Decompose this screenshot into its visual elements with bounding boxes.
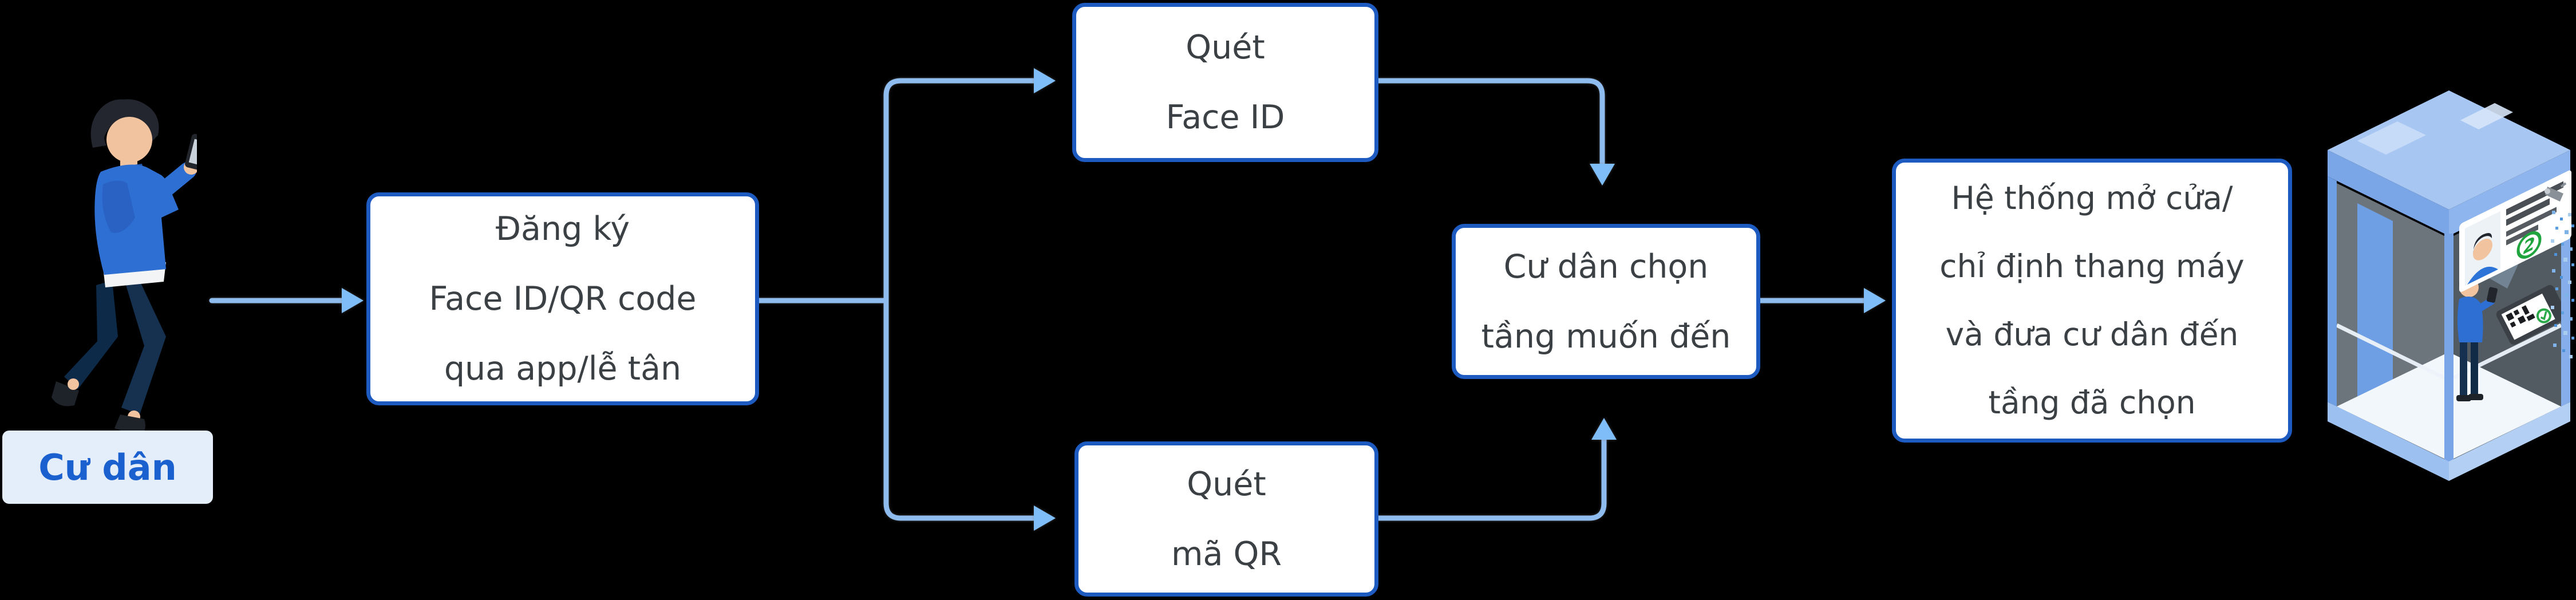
node-line: Quét [1187, 465, 1266, 503]
arrowhead-right-icon [1034, 506, 1056, 531]
green-check-icon [2536, 308, 2551, 323]
node-line: Face ID/QR code [429, 280, 697, 318]
node-line: qua app/lễ tân [444, 350, 682, 388]
person-walking-phone-illustration [52, 99, 197, 436]
arrowhead-right-icon [1864, 288, 1886, 313]
node-line: chỉ định thang máy [1939, 248, 2245, 285]
node-line: Quét [1186, 29, 1265, 66]
node-scan-face-id: Quét Face ID [1072, 3, 1378, 162]
node-line: Cư dân chọn [1503, 247, 1709, 286]
node-scan-qr-code: Quét mã QR [1074, 441, 1378, 597]
node-line: mã QR [1171, 535, 1282, 573]
phone-icon [185, 133, 197, 171]
branch-to-scan-qr [883, 298, 1037, 521]
qr-code-icon [2506, 305, 2535, 328]
node-line: Hệ thống mở cửa/ [1951, 180, 2233, 216]
pixel-scatter-decoration [2551, 211, 2574, 358]
line-qr-to-choose [1374, 437, 1607, 521]
arrowhead-right-icon [1034, 68, 1056, 93]
security-camera-icon [2545, 182, 2567, 202]
arrowhead-right-icon [342, 288, 364, 313]
line-face-to-choose [1374, 78, 1605, 167]
node-register-faceid-qr: Đăng ký Face ID/QR code qua app/lễ tân [366, 192, 759, 405]
node-line: tầng muốn đến [1481, 317, 1731, 356]
actor-label-text: Cư dân [38, 446, 177, 488]
node-system-opens-door: Hệ thống mở cửa/ chỉ định thang máy và đ… [1892, 159, 2292, 443]
actor-label: Cư dân [2, 431, 213, 504]
node-line: Face ID [1165, 98, 1285, 136]
elevator-cabin-illustration: 2 [2328, 90, 2574, 481]
arrowhead-up-icon [1591, 418, 1617, 440]
qr-tablet [2496, 285, 2567, 345]
floor-badge-icon [2516, 231, 2542, 259]
node-line: và đưa cư dân đến [1945, 316, 2239, 353]
arrowhead-down-icon [1590, 164, 1615, 185]
node-line: tầng đã chọn [1988, 384, 2196, 421]
face-photo-icon [2467, 232, 2498, 285]
face-scan-panel: 2 [2459, 170, 2571, 292]
node-line: Đăng ký [495, 210, 630, 248]
branch-to-scan-face [883, 78, 1037, 303]
node-choose-floor: Cư dân chọn tầng muốn đến [1452, 224, 1760, 379]
floor-badge-number: 2 [2523, 233, 2535, 258]
